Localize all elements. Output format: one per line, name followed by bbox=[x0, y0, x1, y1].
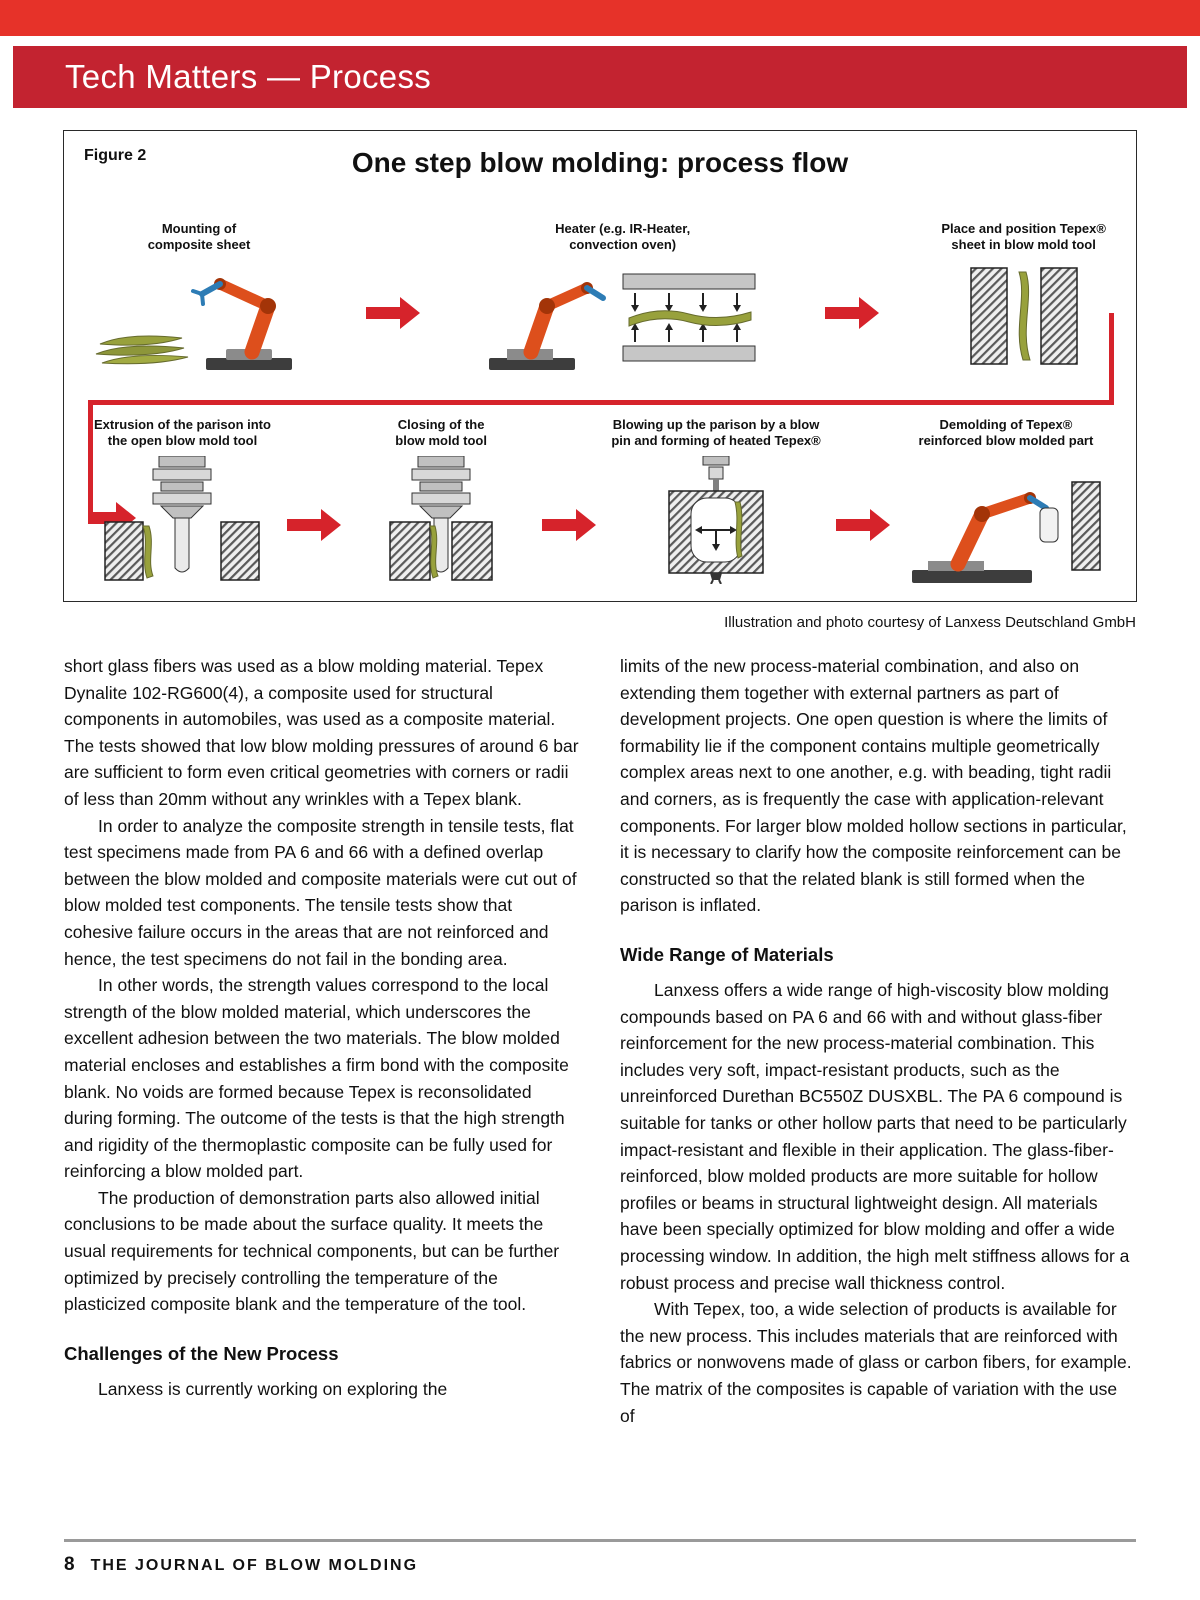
body-paragraph: Lanxess is currently working on explorin… bbox=[98, 1378, 448, 1399]
station-extrusion: Extrusion of the parison into the open b… bbox=[94, 417, 271, 584]
left-column: short glass fibers was used as a blow mo… bbox=[64, 653, 580, 1429]
right-column: limits of the new process-material combi… bbox=[620, 653, 1136, 1429]
top-accent-bar bbox=[0, 0, 1200, 36]
demolding-robot-icon bbox=[911, 480, 1101, 583]
page-number: 8 bbox=[64, 1554, 75, 1575]
body-paragraph: In order to analyze the composite streng… bbox=[64, 815, 577, 969]
process-flow-diagram: Mounting of composite sheet bbox=[78, 195, 1122, 593]
figure-label: Figure 2 bbox=[84, 147, 147, 164]
station-mounting: Mounting of composite sheet bbox=[94, 221, 304, 372]
body-paragraph: With Tepex, too, a wide selection of pro… bbox=[620, 1299, 1132, 1426]
station-label: Mounting of composite sheet bbox=[147, 221, 251, 253]
connector-line-right bbox=[1109, 313, 1114, 405]
connector-line-horizontal bbox=[88, 400, 1114, 405]
station-label: Demolding of Tepex® reinforced blow mold… bbox=[918, 417, 1094, 449]
body-paragraph: short glass fibers was used as a blow mo… bbox=[64, 656, 579, 809]
article-body: short glass fibers was used as a blow mo… bbox=[64, 653, 1136, 1429]
page-title: Tech Matters — Process bbox=[65, 58, 432, 95]
connector-line-left bbox=[88, 400, 93, 518]
section-heading-materials: Wide Range of Materials bbox=[620, 943, 834, 965]
journal-title: THE JOURNAL OF BLOW MOLDING bbox=[90, 1557, 419, 1574]
station-label: Place and position Tepex® sheet in blow … bbox=[941, 221, 1106, 253]
blow-pin-mold-icon bbox=[668, 455, 764, 584]
extruder-icon bbox=[104, 455, 261, 581]
body-paragraph: Lanxess offers a wide range of high-visc… bbox=[620, 980, 1130, 1293]
heater-icon bbox=[488, 273, 756, 370]
station-label: Blowing up the parison by a blow pin and… bbox=[611, 417, 821, 449]
process-row-1: Mounting of composite sheet bbox=[94, 221, 1106, 372]
station-blowing: Blowing up the parison by a blow pin and… bbox=[611, 417, 821, 584]
station-label: Extrusion of the parison into the open b… bbox=[94, 417, 271, 449]
section-heading-challenges: Challenges of the New Process bbox=[64, 1342, 339, 1364]
section-header: Tech Matters — Process bbox=[13, 46, 1187, 108]
body-paragraph: limits of the new process-material combi… bbox=[620, 656, 1127, 916]
station-label: Closing of the blow mold tool bbox=[395, 417, 487, 449]
flow-arrow-icon bbox=[540, 509, 598, 541]
figure-2-box: Figure 2 One step blow molding: process … bbox=[63, 130, 1137, 602]
station-demolding: Demolding of Tepex® reinforced blow mold… bbox=[906, 417, 1106, 584]
station-heater: Heater (e.g. IR-Heater, convection oven) bbox=[483, 221, 763, 372]
figure-caption: Illustration and photo courtesy of Lanxe… bbox=[724, 614, 1136, 631]
station-closing: Closing of the blow mold tool bbox=[356, 417, 526, 584]
flow-arrow-icon bbox=[364, 297, 422, 329]
station-label: Heater (e.g. IR-Heater, convection oven) bbox=[555, 221, 691, 253]
process-row-2: Extrusion of the parison into the open b… bbox=[94, 417, 1106, 584]
flow-arrow-icon bbox=[285, 509, 343, 541]
robot-arm-mounting-icon bbox=[95, 277, 292, 370]
blow-mold-tool-icon bbox=[969, 266, 1078, 365]
page-footer: 8 THE JOURNAL OF BLOW MOLDING bbox=[64, 1539, 1136, 1576]
figure-title: One step blow molding: process flow bbox=[351, 147, 849, 178]
body-paragraph: The production of demonstration parts al… bbox=[64, 1187, 560, 1315]
body-paragraph: In other words, the strength values corr… bbox=[64, 975, 569, 1182]
station-place-sheet: Place and position Tepex® sheet in blow … bbox=[941, 221, 1106, 372]
flow-arrow-icon bbox=[834, 509, 892, 541]
closing-mold-icon bbox=[389, 455, 493, 581]
flow-arrow-icon bbox=[823, 297, 881, 329]
